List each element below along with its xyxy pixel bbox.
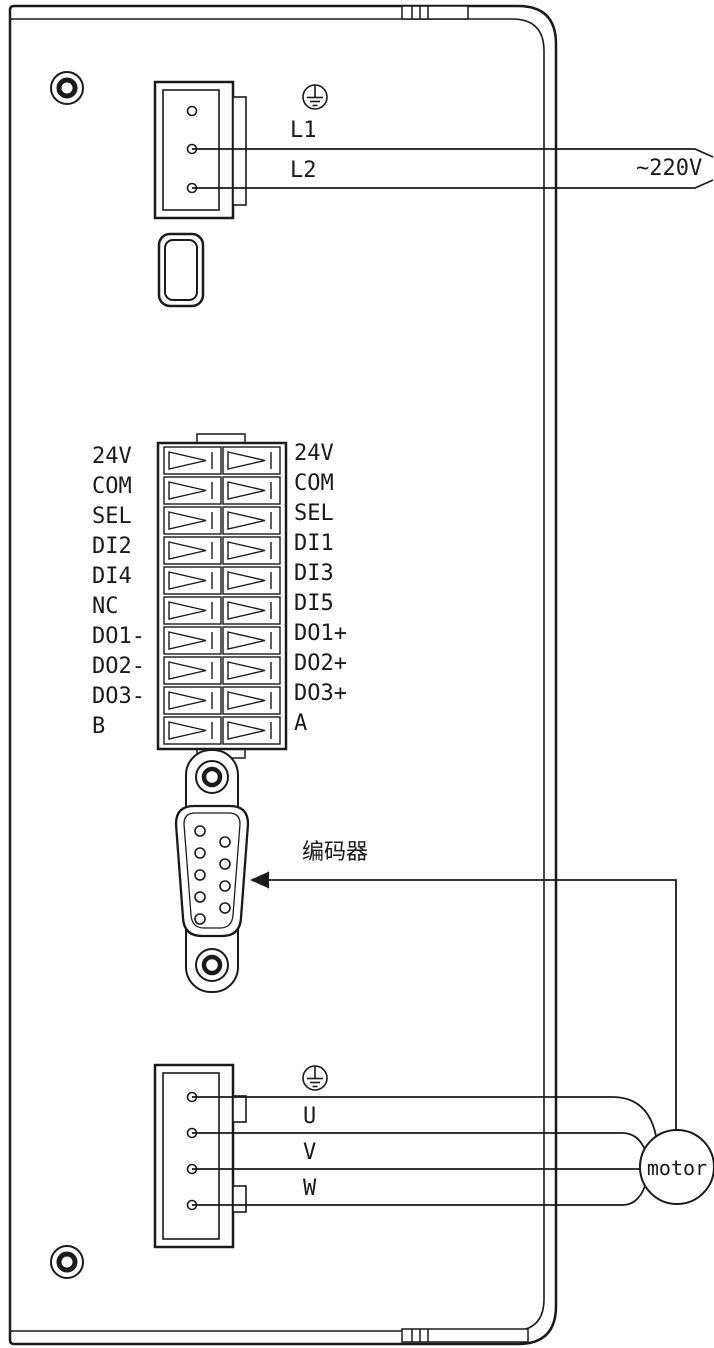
io-cell-clamp-icon	[168, 451, 207, 470]
io-label-right-a: A	[294, 711, 308, 736]
io-cell-clamp-icon	[168, 691, 207, 710]
usb-connector	[157, 232, 205, 308]
io-label-right-sel: SEL	[294, 501, 334, 526]
io-cell-clamp-icon	[227, 481, 266, 500]
io-label-left-di4: DI4	[92, 564, 132, 589]
io-cell-clamp-icon	[168, 661, 207, 680]
power-pin-1	[186, 105, 198, 117]
db9-pins	[194, 825, 231, 925]
io-label-right-di1: DI1	[294, 531, 334, 556]
protective-earth-icon	[302, 84, 328, 110]
label-phase-w: W	[303, 1176, 317, 1201]
encoder-direction-arrow-icon	[250, 871, 269, 889]
io-cell-clamp-icon	[168, 631, 207, 650]
io-label-left-do3m: DO3-	[92, 684, 145, 709]
io-cell-clamp-icon	[227, 601, 266, 620]
io-cell-clamp-icon	[168, 721, 207, 740]
db9-ear-top	[195, 760, 229, 794]
io-label-right-di3: DI3	[294, 561, 334, 586]
io-label-left-nc: NC	[92, 594, 119, 619]
io-cell-clamp-icon	[227, 451, 266, 470]
io-cell-clamp-icon	[227, 721, 266, 740]
io-label-left-24v: 24V	[92, 444, 132, 469]
db9-ear-bottom	[195, 948, 229, 982]
io-cell-clamp-icon	[227, 691, 266, 710]
io-cell-clamp-icon	[168, 511, 207, 530]
mains-wires	[192, 148, 714, 189]
top-edge-notch	[401, 5, 469, 20]
motor-connector	[153, 1063, 247, 1249]
protective-earth-icon-bottom	[302, 1065, 328, 1091]
io-label-right-do3p: DO3+	[294, 681, 347, 706]
encoder-connector	[174, 749, 250, 993]
io-label-right-di5: DI5	[294, 591, 334, 616]
io-label-right-do1p: DO1+	[294, 621, 347, 646]
io-cell-clamp-icon	[227, 661, 266, 680]
io-terminal-cells	[163, 446, 281, 745]
io-label-left-do2m: DO2-	[92, 654, 145, 679]
io-terminal-block	[156, 433, 288, 759]
motor-symbol	[639, 1129, 714, 1205]
io-label-right-do2p: DO2+	[294, 651, 347, 676]
label-l2: L2	[290, 158, 317, 183]
screw-hole-top-icon	[50, 71, 84, 105]
io-label-left-do1m: DO1-	[92, 624, 145, 649]
io-cell-clamp-icon	[168, 541, 207, 560]
io-label-left-di2: DI2	[92, 534, 132, 559]
io-cell-clamp-icon	[227, 541, 266, 560]
bottom-edge-notch	[401, 1328, 529, 1343]
label-voltage: ~220V	[636, 156, 703, 181]
label-encoder: 编码器	[302, 840, 369, 865]
motor-wires	[192, 1096, 657, 1206]
io-cell-clamp-icon	[168, 571, 207, 590]
io-label-right-com: COM	[294, 471, 334, 496]
label-l1: L1	[290, 118, 317, 143]
label-motor: motor	[646, 1156, 708, 1180]
io-cell-clamp-icon	[227, 631, 266, 650]
io-cell-clamp-icon	[227, 511, 266, 530]
io-label-left-sel: SEL	[92, 504, 132, 529]
screw-hole-bottom-icon	[50, 1245, 84, 1279]
io-label-right-24v: 24V	[294, 441, 334, 466]
label-phase-v: V	[303, 1140, 317, 1165]
encoder-wire	[250, 871, 677, 1130]
io-cell-clamp-icon	[168, 481, 207, 500]
io-cell-clamp-icon	[168, 601, 207, 620]
io-label-left-com: COM	[92, 474, 132, 499]
power-connector	[153, 80, 247, 220]
label-phase-u: U	[303, 1104, 317, 1129]
io-label-left-b: B	[92, 714, 106, 739]
io-cell-clamp-icon	[227, 571, 266, 590]
